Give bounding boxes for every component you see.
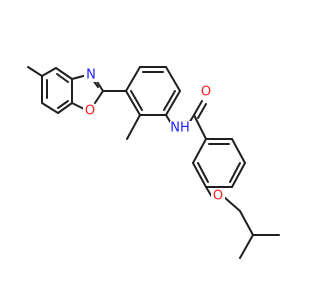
n-oxazole-label: N: [86, 68, 96, 83]
o-ether-label: O: [213, 189, 223, 204]
atom-label-n-oxazole: N: [84, 68, 98, 83]
central-benzene-ring: [125, 66, 181, 116]
atom-label-n-amide: NH: [170, 121, 192, 136]
carbonyl-bond-1: [193, 100, 203, 116]
methyl-bond-central: [126, 114, 141, 140]
o-carbonyl-label: O: [201, 85, 211, 100]
carbonyl-aryl-bond: [193, 114, 207, 140]
atom-label-o-oxazole: O: [83, 104, 97, 119]
ether-alkyl-bond: [223, 196, 241, 212]
o-oxazole-label: O: [85, 104, 95, 119]
isobutyl-chain: [239, 210, 280, 259]
n-amide-label: NH: [170, 121, 190, 136]
atom-label-o-ether: O: [211, 189, 225, 204]
structure-diagram: N O O NH O: [27, 66, 280, 259]
carbonyl-bond-2: [197, 103, 207, 119]
atom-label-o-carbonyl: O: [199, 85, 213, 100]
lower-benzene-ring: [192, 138, 246, 188]
benzoxazole-benzene-ring: [41, 67, 73, 114]
methyl-bond-benzoxazole: [27, 66, 43, 77]
